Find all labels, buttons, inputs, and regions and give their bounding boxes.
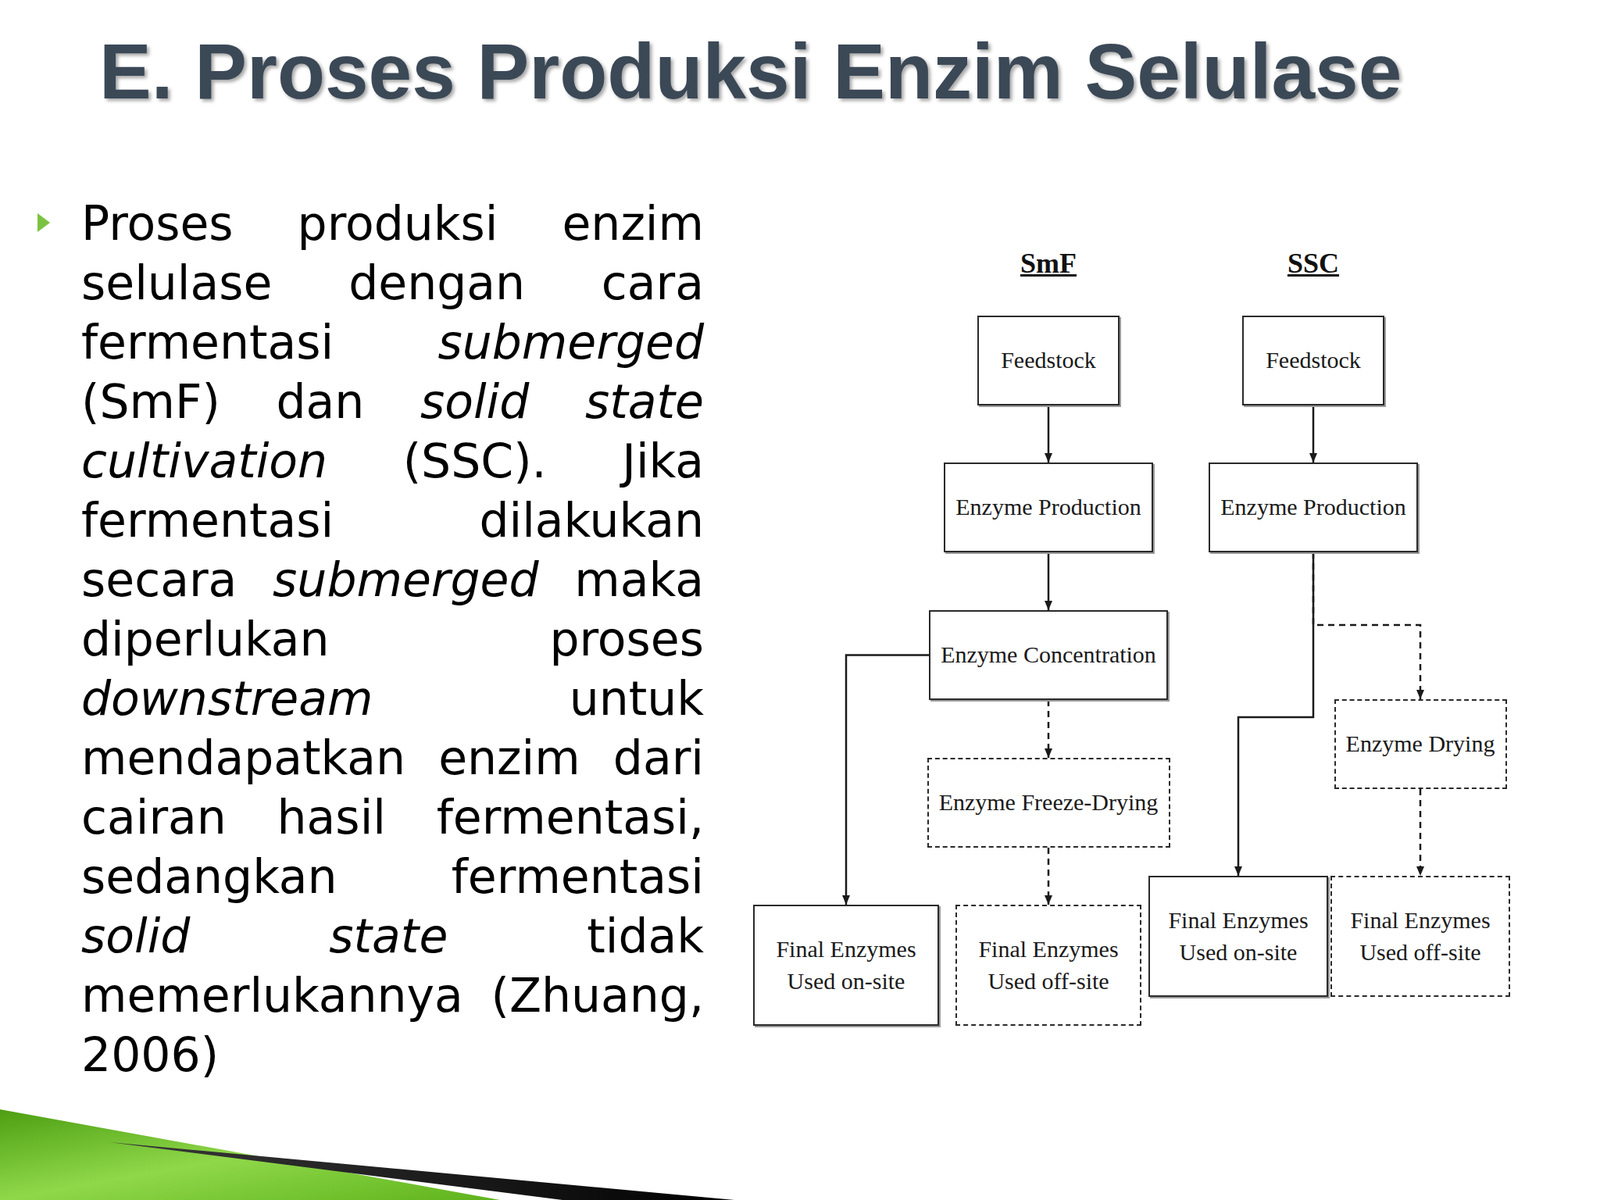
box-label: Enzyme Production [1220, 491, 1406, 524]
column-heading: SSC [1287, 246, 1340, 281]
word: (Zhuang, [490, 967, 704, 1023]
word: sedangkan [81, 849, 338, 904]
box-label: Feedstock [1265, 344, 1361, 377]
italic-term: solid [420, 374, 529, 429]
body-paragraph: Proses produksi enzim selulase dengan ca… [81, 193, 704, 1085]
flow-arrow [1047, 405, 1050, 463]
word: secara [81, 552, 237, 608]
optional-flow-arrow [1419, 789, 1422, 876]
process-box: Enzyme Drying [1334, 699, 1508, 790]
column-heading: SmF [1020, 246, 1077, 281]
word: memerlukannya [81, 967, 464, 1023]
word: Proses [81, 196, 234, 251]
flow-arrow [1238, 552, 1314, 876]
word: dari [613, 730, 704, 786]
word: proses [549, 611, 704, 667]
word: fermentasi [81, 492, 334, 548]
word: diperlukan [81, 611, 330, 667]
word: hasil [277, 789, 386, 845]
italic-term: state [585, 374, 704, 429]
box-label: Final Enzymes Used off-site [1332, 904, 1509, 968]
word: dan [275, 374, 365, 429]
process-box: Enzyme Production [943, 462, 1154, 553]
bullet-arrow [37, 213, 50, 233]
optional-flow-arrow [1047, 700, 1050, 758]
process-box: Enzyme Production [1208, 462, 1418, 553]
word: Jika [621, 433, 704, 489]
output-box: Final Enzymes Used off-site [1330, 875, 1511, 997]
process-box: Feedstock [977, 315, 1120, 406]
italic-term: solid [81, 908, 190, 964]
flow-arrow [846, 655, 929, 906]
box-label: Enzyme Production [955, 491, 1141, 524]
italic-term: cultivation [81, 433, 328, 489]
output-box: Final Enzymes Used on-site [753, 904, 940, 1026]
word: fermentasi, [436, 789, 704, 845]
box-label: Final Enzymes Used on-site [754, 933, 938, 997]
italic-term: submerged [272, 552, 540, 608]
word: enzim [438, 730, 581, 786]
green-swoosh [0, 1109, 500, 1200]
word: cairan [81, 789, 227, 845]
process-box: Feedstock [1242, 315, 1385, 406]
word: (SmF) [81, 374, 221, 429]
word: selulase [81, 255, 272, 311]
word: mendapatkan [81, 730, 406, 786]
word: 2006) [81, 1027, 219, 1083]
output-box: Final Enzymes Used off-site [955, 904, 1142, 1026]
word: (SSC). [403, 433, 547, 489]
box-label: Final Enzymes Used off-site [957, 933, 1140, 997]
dark-swoosh [109, 1142, 735, 1200]
italic-term: state [328, 908, 448, 964]
word: dengan [348, 255, 525, 311]
process-box: Enzyme Concentration [928, 610, 1168, 700]
word: cara [601, 255, 704, 311]
box-label: Final Enzymes Used on-site [1150, 904, 1327, 968]
box-label: Feedstock [1000, 344, 1097, 377]
word: dilakukan [478, 492, 704, 548]
process-box: Enzyme Freeze-Drying [927, 757, 1171, 848]
box-label: Enzyme Concentration [940, 639, 1157, 672]
italic-term: submerged [438, 314, 705, 370]
word: untuk [569, 671, 704, 726]
box-label: Enzyme Drying [1346, 728, 1496, 761]
italic-term: downstream [81, 671, 373, 726]
word: enzim [561, 196, 704, 251]
word: maka [574, 552, 704, 608]
word: tidak [586, 908, 704, 964]
slide-title: E. Proses Produksi Enzim Selulase [99, 28, 1402, 115]
flow-arrow [1312, 405, 1315, 463]
output-box: Final Enzymes Used on-site [1148, 875, 1329, 997]
word: fermentasi [451, 849, 704, 904]
flow-arrow [1047, 552, 1050, 611]
optional-flow-arrow [1313, 552, 1421, 700]
word: fermentasi [81, 314, 334, 370]
word: produksi [297, 196, 499, 251]
optional-flow-arrow [1047, 847, 1050, 905]
box-label: Enzyme Freeze-Drying [939, 786, 1159, 819]
